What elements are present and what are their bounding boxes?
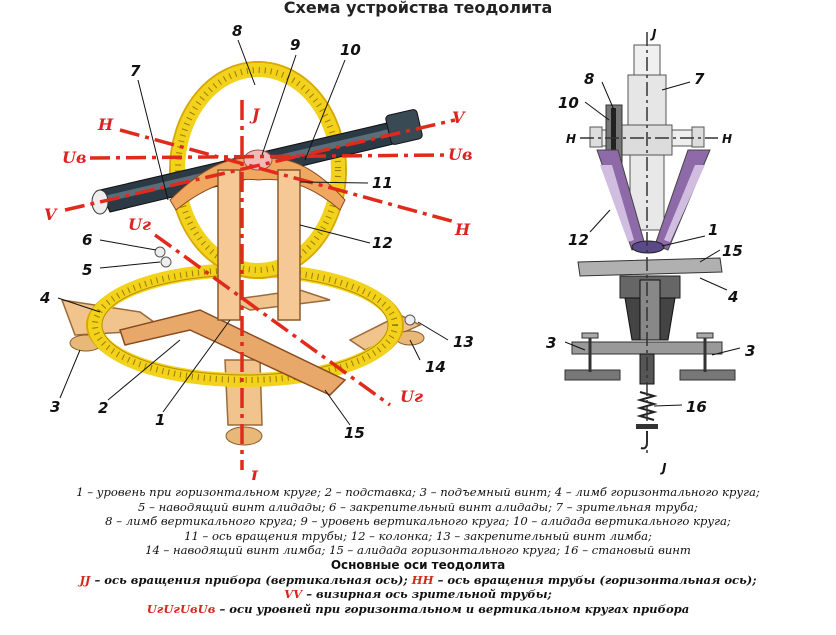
axis-ug xyxy=(153,233,392,407)
section-label-7: 7 xyxy=(694,70,705,88)
legend-line-4: 11 – ось вращения трубы; 12 – колонка; 1… xyxy=(184,528,652,543)
section-label-15: 15 xyxy=(722,242,743,260)
left-leaders xyxy=(57,39,449,426)
label-11: 11 xyxy=(372,174,393,192)
label-8: 8 xyxy=(232,22,242,40)
axis-label-h-left: H xyxy=(97,115,114,134)
axis-uv xyxy=(89,153,451,160)
label-15: 15 xyxy=(344,424,365,442)
axis-label-j-bottom: J xyxy=(247,467,259,480)
horizontal-alidade xyxy=(119,309,347,396)
section-label-10: 10 xyxy=(558,94,579,112)
section-alidade-plate xyxy=(577,257,723,277)
alidade-screw xyxy=(154,246,166,258)
axis-def-vv-key: VV xyxy=(284,587,303,602)
label-2: 2 xyxy=(98,399,108,417)
axis-def-jj-text: – ось вращения прибора (вертикальная ось… xyxy=(90,572,412,587)
axis-def-jj-key: JJ xyxy=(79,572,91,587)
alidade-tangent-screw xyxy=(160,256,172,268)
axis-label-h-right: H xyxy=(454,220,471,239)
label-5: 5 xyxy=(82,261,92,279)
axis-label-v-left: V xyxy=(44,205,58,224)
axis-label-ug-bottom: Uг xyxy=(400,387,423,406)
right-leaders xyxy=(564,81,741,407)
axis-label-uv-right: Uв xyxy=(448,145,472,164)
section-hook xyxy=(640,431,648,450)
label-6: 6 xyxy=(82,231,92,249)
axis-def-u-key: UгUгUвUв xyxy=(146,601,216,616)
theodolite-diagram: 8 9 10 7 11 12 6 5 4 3 2 1 13 14 15 H H … xyxy=(39,22,755,480)
legend-line-1: 1 – уровень при горизонтальном круге; 2 … xyxy=(76,485,760,499)
left-diagram: 8 9 10 7 11 12 6 5 4 3 2 1 13 14 15 H H … xyxy=(39,22,474,480)
label-1: 1 xyxy=(155,411,165,429)
left-axes xyxy=(64,100,456,470)
axis-def-hh-key: HH xyxy=(411,572,434,587)
label-4: 4 xyxy=(39,289,50,307)
section-label-3-left: 3 xyxy=(546,334,556,352)
limb-clamp-screw xyxy=(404,314,416,326)
axis-label-ug-top: Uг xyxy=(128,215,151,234)
axis-label-v-right: V xyxy=(452,108,466,127)
vertical-circle-ring xyxy=(169,61,347,279)
axis-vv xyxy=(64,118,456,212)
section-spring xyxy=(636,391,658,421)
axis-label-j-top: J xyxy=(249,105,261,124)
axis-def-vv: VV – визирная ось зрительной трубы; xyxy=(0,587,836,602)
section-axis-label-h-right: H xyxy=(722,132,732,146)
axis-def-vv-text: – визирная ось зрительной трубы; xyxy=(302,587,552,602)
label-3: 3 xyxy=(50,398,60,416)
axis-label-uv-left: Uв xyxy=(62,148,86,167)
label-10: 10 xyxy=(340,41,361,59)
axis-def-hh-text: – ось вращения трубы (горизонтальная ось… xyxy=(433,572,757,587)
section-level xyxy=(631,240,665,254)
label-7: 7 xyxy=(130,62,141,80)
label-13: 13 xyxy=(453,333,474,351)
section-label-12: 12 xyxy=(568,231,589,249)
columns xyxy=(169,149,346,321)
right-diagram: 7 8 10 12 1 15 4 3 3 16 J J H H xyxy=(546,27,755,475)
label-9: 9 xyxy=(290,36,300,54)
section-label-16: 16 xyxy=(686,398,707,416)
section-label-4: 4 xyxy=(727,288,738,306)
section-label-3-right: 3 xyxy=(745,342,755,360)
legend-line-3: 8 – лимб вертикального круга; 9 – уровен… xyxy=(105,514,731,529)
axes-heading: Основные оси теодолита xyxy=(330,557,506,572)
section-axis-label-j-top: J xyxy=(650,27,657,41)
label-14: 14 xyxy=(425,358,446,376)
legend-line-5: 14 – наводящий винт лимба; 15 – алидада … xyxy=(145,543,691,558)
axis-def-u-text: – оси уровней при горизонтальном и верти… xyxy=(215,601,690,616)
legend: 1 – уровень при горизонтальном круге; 2 … xyxy=(0,485,836,616)
axis-hh xyxy=(119,128,456,224)
label-12: 12 xyxy=(372,234,393,252)
legend-line-2: 5 – наводящий винт алидады; 6 – закрепит… xyxy=(138,499,698,514)
diagram-title: Схема устройства теодолита xyxy=(283,0,553,17)
section-label-1: 1 xyxy=(708,221,718,239)
section-label-8: 8 xyxy=(584,70,594,88)
section-axis-label-j-bottom: J xyxy=(660,461,667,475)
section-axis-label-h-left: H xyxy=(566,132,576,146)
axis-def-jj: JJ – ось вращения прибора (вертикальная … xyxy=(0,573,836,588)
axis-def-u: UгUгUвUв – оси уровней при горизонтально… xyxy=(0,602,836,617)
